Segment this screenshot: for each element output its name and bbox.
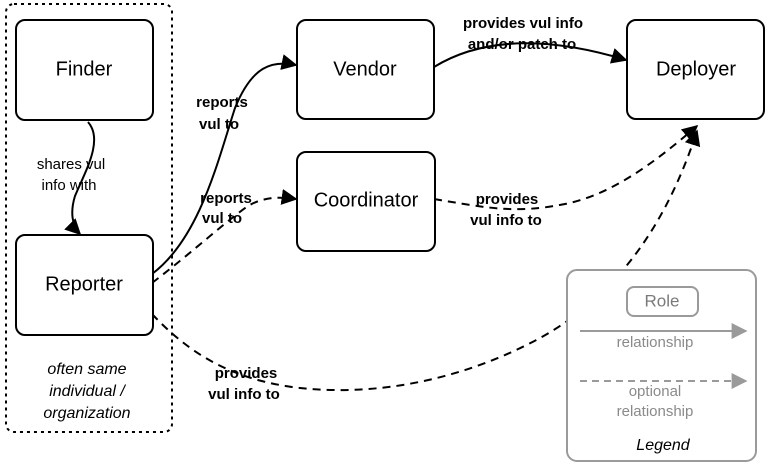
label-finder-reporter-line1: shares vul: [37, 156, 105, 173]
legend-box: [566, 269, 757, 462]
node-reporter-label: Reporter: [45, 273, 123, 295]
label-coordinator-deployer: provides vul info to: [470, 191, 542, 229]
node-vendor-label: Vendor: [333, 58, 397, 80]
label-vendor-deployer: provides vul info and/or patch to: [463, 15, 583, 53]
node-deployer-label: Deployer: [656, 58, 736, 80]
label-coordinator-deployer-line2: vul info to: [470, 212, 542, 229]
legend-role-box: [626, 286, 699, 317]
label-reporter-deployer-line2: vul info to: [208, 386, 280, 403]
label-reporter-coordinator-line2: vul to: [202, 210, 242, 227]
edge-coordinator-deployer: [433, 124, 699, 211]
label-reporter-deployer-line1: provides: [215, 365, 278, 382]
label-reporter-deployer: provides vul info to: [208, 365, 280, 403]
label-vendor-deployer-line1: provides vul info: [463, 15, 583, 32]
label-coordinator-deployer-line1: provides: [476, 191, 539, 208]
edge-reporter-deployer: [151, 129, 701, 391]
node-vendor: Vendor: [296, 19, 435, 120]
label-reporter-vendor-line1: reports: [196, 94, 248, 111]
legend-relationship-label: relationship: [617, 334, 694, 351]
label-reporter-vendor: reports vul to: [196, 94, 248, 133]
node-coordinator: Coordinator: [296, 151, 436, 252]
edge-finder-reporter: [64, 121, 96, 236]
label-vendor-deployer-line2: and/or patch to: [468, 36, 576, 53]
edge-reporter-coordinator: [151, 189, 298, 284]
legend-optional-label-line2: relationship: [617, 403, 694, 420]
label-reporter-coordinator: reports vul to: [200, 190, 252, 227]
node-coordinator-label: Coordinator: [314, 189, 419, 211]
label-reporter-coordinator-line1: reports: [200, 190, 252, 207]
group-note-line2: individual /: [49, 383, 126, 400]
legend-role-label: Role: [645, 291, 680, 310]
label-finder-reporter: shares vul info with: [37, 156, 105, 194]
edge-reporter-vendor: [151, 54, 298, 275]
legend-optional-label-line1: optional: [629, 383, 682, 400]
label-finder-reporter-line2: info with: [41, 177, 96, 194]
group-note: often same individual / organization: [43, 361, 130, 422]
legend-title: Legend: [636, 437, 690, 454]
node-reporter: Reporter: [15, 234, 154, 336]
legend: Role relationship optional relationship …: [566, 269, 757, 462]
group-note-line1: often same: [47, 361, 126, 378]
group-note-line3: organization: [43, 405, 130, 422]
node-deployer: Deployer: [626, 19, 765, 120]
label-reporter-vendor-line2: vul to: [199, 116, 239, 133]
edge-vendor-deployer: [433, 42, 628, 68]
node-finder: Finder: [15, 19, 154, 121]
node-finder-label: Finder: [56, 58, 113, 80]
